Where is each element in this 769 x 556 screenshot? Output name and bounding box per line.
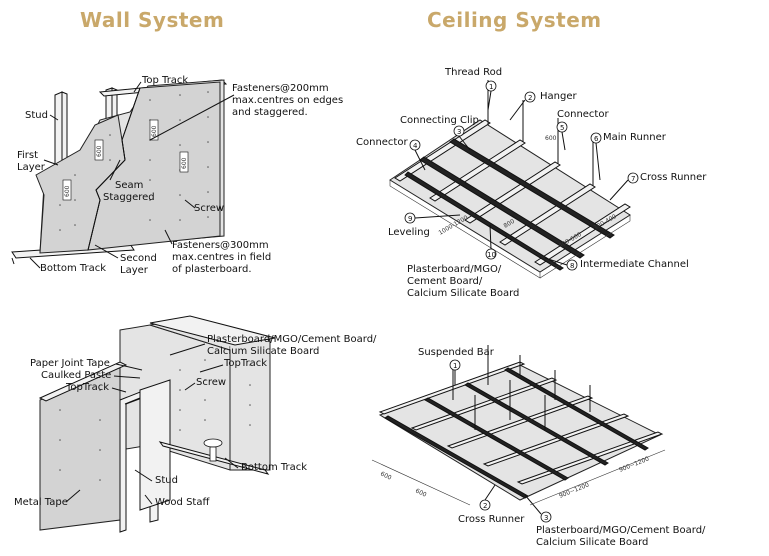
ceiling-system-top-diagram: 1 2 3 4 5 6 7 8 9 10 600 1000-1200 400-6… [389,80,639,279]
ceiling-bottom-dim-600b: 600 [414,487,428,498]
label-second-layer-line1: Second [120,253,157,264]
label-fasteners-200-line2: max.centres on edges [232,95,344,106]
ceiling-bottom-num-2: 2 [483,502,487,510]
label-cross-runner: Cross Runner [640,172,707,183]
label-first-layer-line2: Layer [17,162,45,173]
label-screw: Screw [194,203,225,214]
label-bottom-track: Bottom Track [40,263,107,274]
label-caulked-paste: Caulked Paste [41,370,112,381]
ceiling-num-5: 5 [560,124,564,132]
ceiling-num-9: 9 [408,215,412,223]
label-ceiling-board-line1: Plasterboard/MGO/ [407,264,502,275]
label-fasteners-300-line1: Fasteners@300mm [172,240,269,251]
label-seam-line2: Staggered [103,192,155,203]
label-fasteners-300-line3: of plasterboard. [172,264,252,275]
label-top-track-left: TopTrack [66,382,110,393]
label-ceiling-bottom-board-line2: Calcium Silicate Board [536,537,649,548]
label-wall-screw: Screw [196,377,227,388]
label-connector-left: Connector [356,137,408,148]
ceiling-system-title: Ceiling System [427,8,602,32]
label-ceiling-bottom-board-line1: Plasterboard/MGO/Cement Board/ [536,525,706,536]
label-cross-runner-lower: Cross Runner [458,514,525,525]
label-fasteners-200-line1: Fasteners@200mm [232,83,329,94]
ceiling-bottom-num-3: 3 [544,514,548,522]
ceiling-num-6: 6 [594,135,599,143]
wall-system-title: Wall System [80,8,225,32]
label-paper-joint-tape: Paper Joint Tape [30,358,110,369]
ceiling-num-7: 7 [631,175,635,183]
label-second-layer-line2: Layer [120,265,148,276]
label-stud: Stud [25,110,48,121]
label-ceiling-board-line3: Calcium Silicate Board [407,288,520,299]
label-metal-tape: Metal Tape [14,497,68,508]
label-seam-line1: Seam [115,180,144,191]
ceiling-num-10: 10 [487,251,496,259]
label-fasteners-200-line3: and staggered. [232,107,308,118]
wall-system-top-diagram: 600 600 600 600 [11,79,235,269]
ceiling-bottom-num-1: 1 [453,362,457,370]
label-wall-stud: Stud [155,475,178,486]
ceiling-dim-5: 800 [503,218,517,230]
label-wall-board-line1: Plasterboard/MGO/Cement Board/ [207,334,377,345]
label-first-layer-line1: First [17,150,39,161]
wall-dim-c: 600 [151,125,158,137]
ceiling-num-2: 2 [528,94,532,102]
ceiling-num-3: 3 [457,128,461,136]
ceiling-bottom-dim-900b: 900~1200 [618,455,650,473]
wall-system-bottom-diagram [38,315,276,533]
label-top-track-right: TopTrack [224,358,268,369]
label-connecting-clip: Connecting Clip [400,115,479,126]
ceiling-num-4: 4 [413,142,418,150]
label-suspended-bar: Suspended Bar [418,347,494,358]
label-connector-right: Connector [557,109,609,120]
ceiling-bottom-dim-900a: 900~1200 [558,481,590,499]
ceiling-num-1: 1 [489,83,493,91]
ceiling-num-8: 8 [570,262,574,270]
ceiling-system-bottom-diagram: 1 2 3 600 600 900~1200 900~1200 [371,345,666,523]
label-leveling: Leveling [388,227,430,238]
wall-dim-b: 600 [64,185,71,197]
label-ceiling-board-line2: Cement Board/ [407,276,483,287]
label-wall-board-line2: Calcium Silicate Board [207,346,320,357]
label-thread-rod: Thread Rod [445,67,503,78]
label-wood-staff: Wood Staff [155,497,210,508]
label-intermediate-channel: Intermediate Channel [580,259,689,270]
ceiling-dim-1: 600 [545,135,557,142]
label-main-runner: Main Runner [603,132,666,143]
label-fasteners-300-line2: max.centres in field [172,252,272,263]
wall-dim-a: 600 [96,145,103,157]
label-bottom-track-lower: Bottom Track [241,462,308,473]
label-hanger: Hanger [540,91,577,102]
label-top-track: Top Track [142,75,189,86]
ceiling-bottom-dim-600a: 600 [379,470,393,481]
wall-dim-d: 600 [181,157,188,169]
